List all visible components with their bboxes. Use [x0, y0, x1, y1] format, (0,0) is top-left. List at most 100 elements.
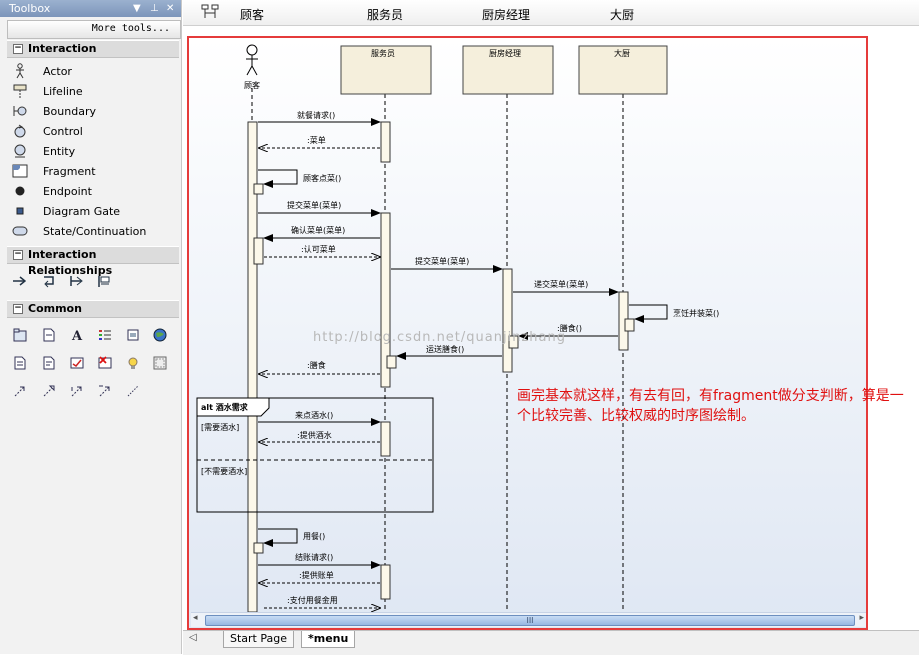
- text-icon[interactable]: A: [70, 328, 84, 342]
- message-label: 运送膳食(): [426, 344, 464, 354]
- state-continuation-icon: [12, 226, 28, 236]
- message-label: :膳食(): [557, 323, 582, 333]
- constraint-icon[interactable]: [42, 356, 56, 370]
- object-label: 大厨: [614, 48, 630, 58]
- toolbox-titlebar: Toolbox ▼ ⊥ ✕: [0, 0, 181, 17]
- realization-icon[interactable]: [42, 384, 56, 398]
- message-eat[interactable]: [258, 528, 298, 547]
- activation-waiter-5[interactable]: [380, 564, 391, 600]
- activation-customer-self: [253, 183, 264, 195]
- message-label: 就餐请求(): [297, 110, 335, 120]
- close-icon[interactable]: ✕: [166, 3, 175, 14]
- activation-waiter-2[interactable]: [380, 212, 391, 388]
- message-label: 用餐(): [303, 532, 325, 541]
- message-label: 结账请求(): [295, 552, 333, 562]
- activation-kitchen-manager[interactable]: [502, 268, 513, 373]
- fragment-label: alt 酒水需求: [201, 402, 249, 412]
- horizontal-scrollbar[interactable]: ◂ III ▸: [191, 612, 866, 627]
- list-icon[interactable]: [98, 328, 112, 342]
- more-tools-button[interactable]: More tools...: [7, 20, 181, 39]
- sequence-diagram: 顾客 服务员 厨房经理 大厨 就餐请求() :菜单: [196, 44, 719, 612]
- message-label: 顾客点菜(): [303, 173, 341, 183]
- activation-customer-confirm: [253, 237, 264, 265]
- tool-label: Boundary: [43, 105, 96, 118]
- watermark: http://blog.csdn.net/quanjinzhang: [313, 330, 566, 345]
- message-customer-order[interactable]: [258, 169, 298, 188]
- tab-scroll-left-icon[interactable]: ◁: [189, 632, 197, 643]
- idea-bulb-icon[interactable]: [126, 356, 140, 370]
- message-label: :支付用餐金用: [287, 595, 338, 605]
- message-arrow-icon[interactable]: [12, 274, 26, 288]
- tab-start-page[interactable]: Start Page: [223, 631, 294, 648]
- hierarchy-icon[interactable]: [201, 4, 219, 20]
- message-label: 确认菜单(菜单): [291, 225, 345, 235]
- dependency-icon[interactable]: [13, 384, 27, 398]
- object-label: 服务员: [371, 48, 395, 58]
- header-lifeline-chef: 大厨: [610, 8, 635, 22]
- tab-menu[interactable]: *menu: [301, 631, 356, 648]
- tool-label: Fragment: [43, 165, 96, 178]
- diagram-canvas[interactable]: 顾客 服务员 厨房经理 大厨 就餐请求() :菜单: [187, 36, 868, 630]
- annotation-note: 画完基本就这样，有去有回，有fragment做分支判断，算是一个比较完善、比较权…: [517, 388, 904, 424]
- actor-icon: [16, 63, 24, 79]
- tool-label: Control: [43, 125, 83, 138]
- self-message-icon[interactable]: [42, 274, 56, 288]
- collapse-icon: −: [13, 303, 23, 314]
- return-message-icon[interactable]: [97, 274, 111, 288]
- scroll-left-icon[interactable]: ◂: [193, 613, 198, 623]
- activation-waiter-3: [386, 355, 397, 369]
- hyperlink-globe-icon[interactable]: [153, 328, 167, 342]
- object-label: 厨房经理: [489, 48, 521, 58]
- call-message-icon[interactable]: [69, 274, 83, 288]
- document-icon[interactable]: [13, 356, 27, 370]
- boundary-icon: [13, 106, 27, 116]
- artifact-icon[interactable]: [126, 328, 140, 342]
- entity-icon: [14, 144, 26, 158]
- section-label: Common: [28, 302, 82, 315]
- message-label: :认可菜单: [301, 244, 336, 254]
- object-chef[interactable]: 大厨: [578, 45, 668, 95]
- information-flow-icon[interactable]: [98, 384, 112, 398]
- message-cook-and-plate[interactable]: [629, 304, 668, 323]
- activation-waiter-4[interactable]: [380, 421, 391, 457]
- fragment-guard: [需要酒水]: [201, 422, 239, 432]
- scrollbar-thumb[interactable]: III: [205, 615, 855, 626]
- section-interaction-relationships[interactable]: − Interaction Relationships: [7, 246, 179, 277]
- note-link-icon[interactable]: [42, 328, 56, 342]
- fragment-icon: [12, 164, 28, 178]
- activation-waiter-1[interactable]: [380, 121, 391, 163]
- scroll-right-icon[interactable]: ▸: [859, 613, 864, 623]
- note-link-dashed-icon[interactable]: [126, 384, 140, 398]
- header-lifeline-waiter: 服务员: [367, 8, 404, 22]
- document-tab-bar: ◁ Start Page *menu: [183, 630, 919, 655]
- lifeline-header-bar: 顾客 服务员 厨房经理 大厨: [183, 0, 919, 26]
- pin-icon[interactable]: ⊥: [150, 3, 159, 14]
- tool-label: Lifeline: [43, 85, 83, 98]
- tool-label: Entity: [43, 145, 76, 158]
- more-tools-label: More tools...: [91, 23, 170, 34]
- issue-icon[interactable]: [98, 356, 112, 370]
- collapse-icon: −: [13, 43, 23, 54]
- endpoint-icon: [15, 186, 25, 196]
- activation-customer[interactable]: [247, 121, 258, 612]
- toolbox-title: Toolbox: [9, 2, 51, 15]
- package-icon[interactable]: [13, 328, 27, 342]
- object-waiter[interactable]: 服务员: [340, 45, 432, 95]
- header-lifeline-kitchen-manager: 厨房经理: [482, 8, 531, 22]
- alt-fragment[interactable]: alt 酒水需求 [需要酒水] [不需要酒水]: [196, 397, 434, 513]
- dropdown-icon[interactable]: ▼: [133, 3, 141, 14]
- section-interaction[interactable]: − Interaction: [7, 40, 179, 58]
- toolbox-panel: Toolbox ▼ ⊥ ✕ More tools... − Interactio…: [0, 0, 182, 654]
- message-label: 递交菜单(菜单): [534, 279, 588, 289]
- message-label: 提交菜单(菜单): [287, 200, 341, 210]
- object-kitchen-manager[interactable]: 厨房经理: [462, 45, 554, 95]
- collapse-icon: −: [13, 249, 23, 260]
- message-label: :菜单: [307, 135, 326, 145]
- actor-customer[interactable]: 顾客: [244, 44, 260, 90]
- boundary-box-icon[interactable]: [153, 356, 167, 370]
- trace-icon[interactable]: [70, 384, 84, 398]
- chart-check-icon[interactable]: [70, 356, 84, 370]
- actor-head-icon: [246, 44, 258, 56]
- section-common[interactable]: − Common: [7, 300, 179, 318]
- actor-label: 顾客: [244, 80, 260, 90]
